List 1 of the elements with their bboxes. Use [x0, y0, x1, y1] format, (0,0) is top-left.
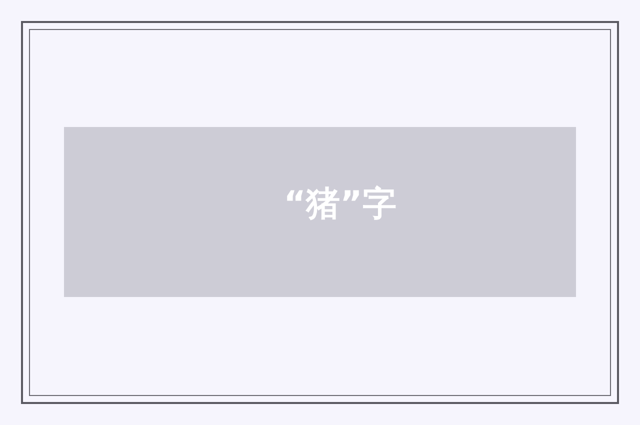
title-banner — [64, 127, 576, 297]
